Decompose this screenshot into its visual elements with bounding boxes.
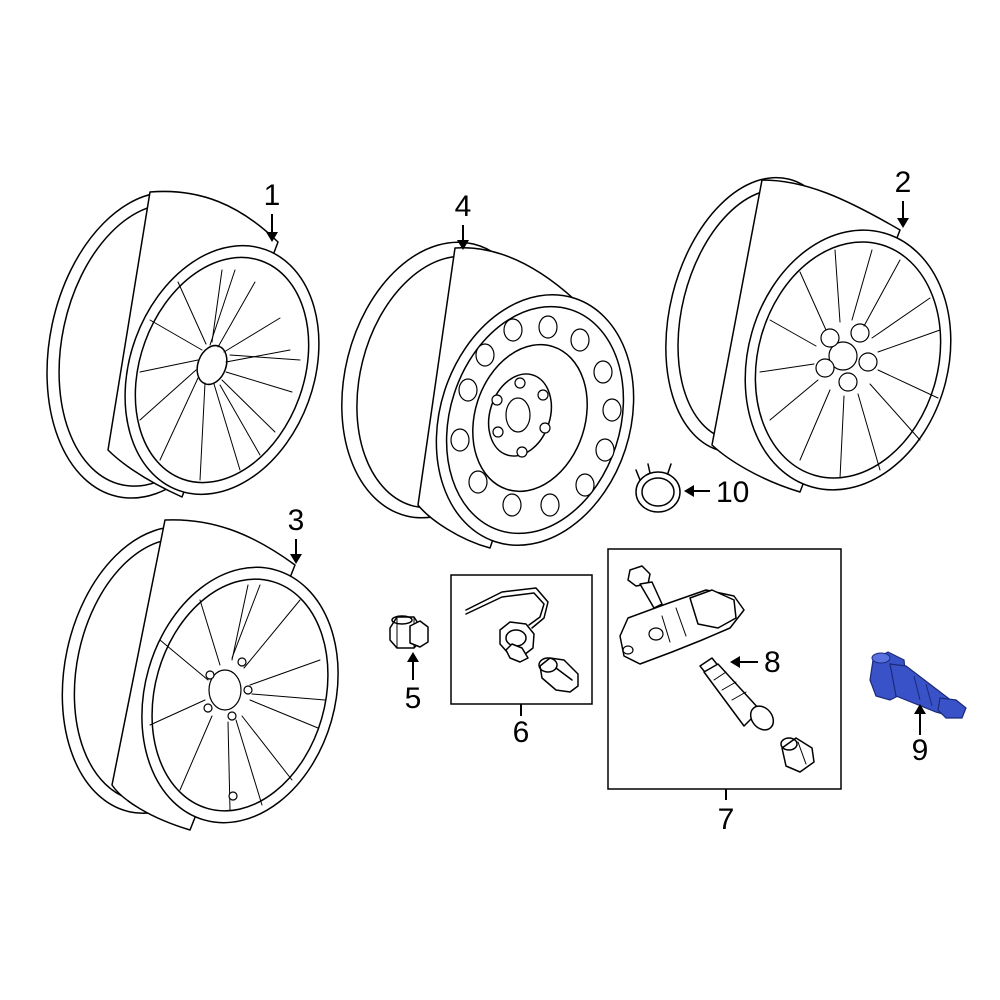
tpms-screw <box>627 565 663 609</box>
wheel-steel-4[interactable] <box>314 221 665 571</box>
callout-8[interactable]: 8 <box>730 646 781 679</box>
callout-9[interactable]: 9 <box>912 704 929 767</box>
callout-2-arrowhead <box>897 218 909 228</box>
callout-10[interactable]: 10 <box>684 476 749 509</box>
lock-key-tool <box>465 587 549 663</box>
tpms-sensor-body <box>619 589 745 665</box>
callout-9-label: 9 <box>912 734 929 767</box>
wheel-3-lug-holes <box>203 657 253 721</box>
wheel-2-lug-nuts <box>815 323 878 392</box>
center-cap-10[interactable] <box>635 463 681 513</box>
wheel-alloy-3[interactable] <box>37 508 367 846</box>
wheel-alloy-1[interactable] <box>20 173 352 522</box>
callout-5[interactable]: 5 <box>405 652 422 715</box>
steel-wheel-lug-holes <box>491 377 551 458</box>
valve-stem-9[interactable] <box>869 651 967 719</box>
callout-2-label: 2 <box>895 166 912 199</box>
tpms-sensor-kit-7[interactable] <box>607 548 842 790</box>
callout-8-arrowhead <box>730 656 740 668</box>
kit-7-frame <box>607 548 842 790</box>
callout-1[interactable]: 1 <box>264 179 281 242</box>
callout-5-arrowhead <box>407 652 419 662</box>
callout-10-label: 10 <box>716 476 749 509</box>
wheel-lock-kit-6[interactable] <box>450 574 593 705</box>
callout-6[interactable]: 6 <box>513 704 530 749</box>
wheel-alloy-2[interactable] <box>639 159 981 515</box>
callout-5-label: 5 <box>405 682 422 715</box>
callout-2[interactable]: 2 <box>895 166 912 228</box>
callout-4[interactable]: 4 <box>455 190 472 250</box>
callout-7-label: 7 <box>718 803 735 836</box>
wheel-lock-nut <box>538 657 579 693</box>
steel-wheel-vent-holes <box>450 315 622 517</box>
lug-nut-5[interactable] <box>389 615 429 649</box>
callout-7[interactable]: 7 <box>718 789 735 836</box>
tpms-valve-stem <box>699 657 775 731</box>
callout-3[interactable]: 3 <box>288 504 305 564</box>
callout-8-label: 8 <box>764 646 781 679</box>
valve-stem-hole <box>228 791 238 801</box>
callout-4-label: 4 <box>455 190 472 223</box>
callout-1-label: 1 <box>264 179 281 212</box>
tpms-valve-cap <box>780 737 815 773</box>
callout-6-label: 6 <box>513 716 530 749</box>
callout-3-label: 3 <box>288 504 305 537</box>
callout-10-arrowhead <box>684 485 694 497</box>
